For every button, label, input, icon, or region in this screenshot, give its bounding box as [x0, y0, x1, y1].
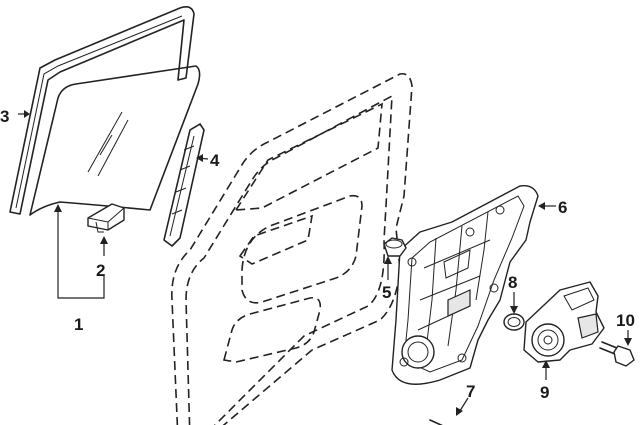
part-8-grommet[interactable]: [503, 313, 525, 331]
callout-4: 4: [210, 151, 220, 170]
part-6-regulator-module[interactable]: [391, 185, 539, 385]
part-9-regulator-motor[interactable]: [523, 281, 605, 363]
callout-7: 7: [466, 382, 475, 401]
callout-labels: 1 2 3 4 5 6 7 8 9 10: [0, 107, 635, 402]
leader-lines: [18, 113, 629, 415]
part-4-rear-channel[interactable]: [163, 123, 205, 247]
part-5-nut[interactable]: [383, 237, 407, 257]
callout-2: 2: [96, 261, 105, 280]
part-1-door-glass[interactable]: [29, 65, 201, 216]
part-3-glass-run-channel[interactable]: [9, 6, 195, 215]
callout-8: 8: [508, 273, 517, 292]
callout-10: 10: [616, 311, 635, 330]
callout-1: 1: [74, 315, 83, 334]
door-shell-outline: [171, 72, 413, 425]
arrowheads: [24, 110, 632, 416]
callout-9: 9: [540, 383, 549, 402]
callout-3: 3: [0, 107, 9, 126]
callout-6: 6: [558, 198, 567, 217]
part-10-bolt[interactable]: [599, 341, 635, 367]
part-2-glass-bracket[interactable]: [87, 203, 125, 233]
callout-5: 5: [382, 283, 391, 302]
part-7-bolt[interactable]: [426, 419, 464, 425]
